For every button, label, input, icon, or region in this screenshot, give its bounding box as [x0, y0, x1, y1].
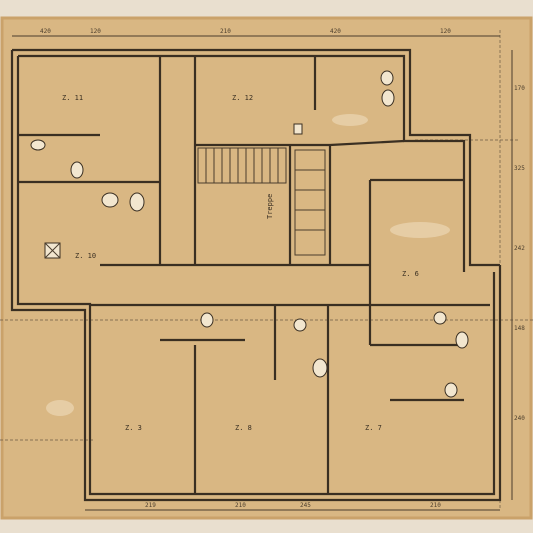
dim-side-2: 325: [514, 165, 525, 172]
room-label-12: Z. 12: [232, 94, 253, 102]
dim-bottom-1: 219: [145, 502, 156, 509]
glare-patches: [46, 114, 450, 416]
interior-walls: [18, 56, 490, 494]
room-label-6: Z. 6: [402, 270, 419, 278]
dim-top-3: 210: [220, 28, 231, 35]
dim-top-1: 420: [40, 28, 51, 35]
dimensions-top: 420 120 210 420 120: [12, 28, 500, 37]
fixtures: [30, 70, 469, 398]
room-label-8: Z. 8: [235, 424, 252, 432]
dimensions-side: 170 325 242 148 240: [511, 50, 525, 500]
dimensions-bottom: 219 210 245 210: [85, 502, 500, 511]
paper-sheet: [2, 18, 531, 518]
dim-bottom-3: 245: [300, 502, 311, 509]
dim-top-2: 120: [90, 28, 101, 35]
dim-bottom-4: 210: [430, 502, 441, 509]
room-label-11: Z. 11: [62, 94, 83, 102]
room-label-10: Z. 10: [75, 252, 96, 260]
dim-top-5: 120: [440, 28, 451, 35]
dim-side-5: 240: [514, 415, 525, 422]
room-label-3: Z. 3: [125, 424, 142, 432]
dim-bottom-2: 210: [235, 502, 246, 509]
dim-top-4: 420: [330, 28, 341, 35]
corridor-label: Treppe: [266, 194, 274, 219]
dim-side-4: 148: [514, 325, 525, 332]
stairs: [197, 147, 326, 256]
paper-edge: [0, 16, 533, 520]
room-label-7: Z. 7: [365, 424, 382, 432]
dim-side-3: 242: [514, 245, 525, 252]
dim-side-1: 170: [514, 85, 525, 92]
